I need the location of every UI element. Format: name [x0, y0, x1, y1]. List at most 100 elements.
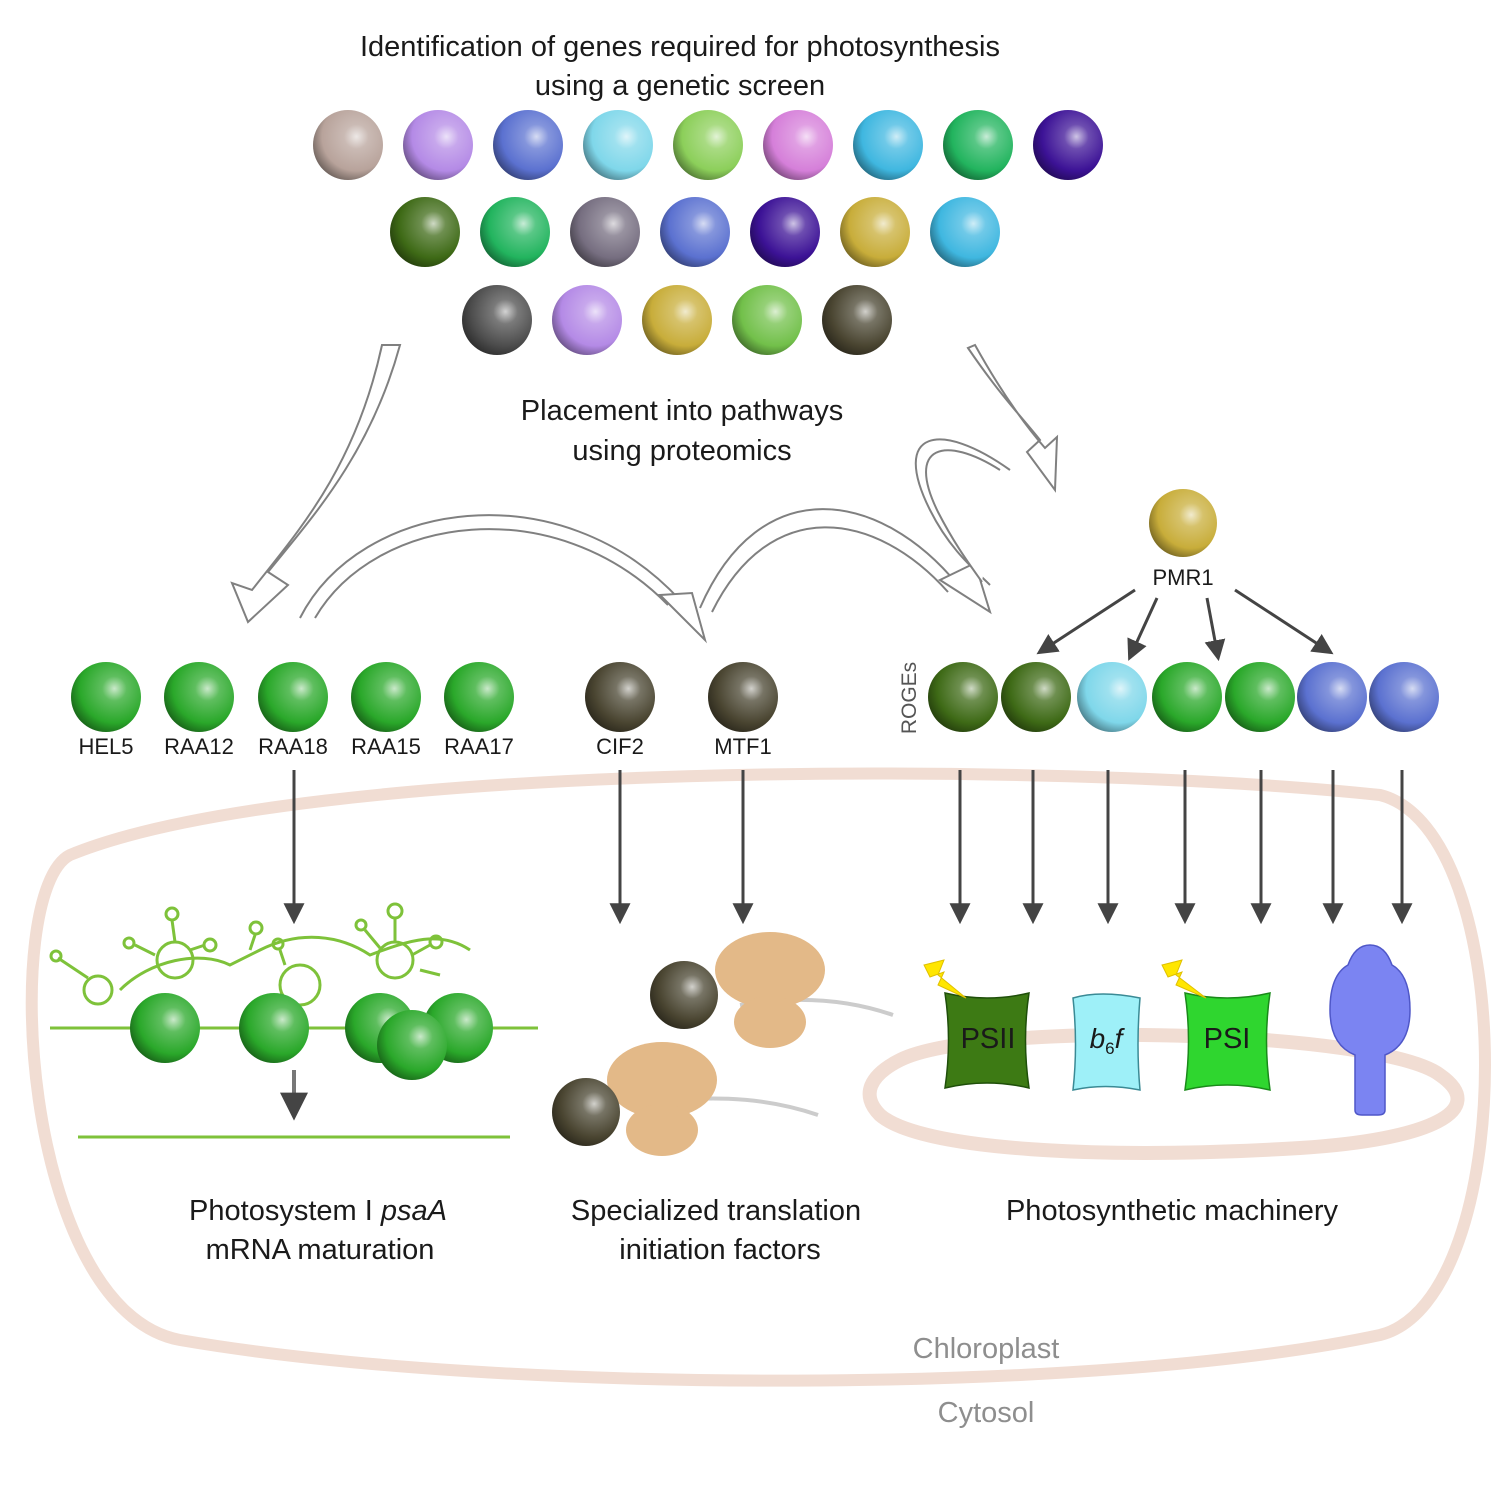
gene-label: RAA17: [444, 734, 514, 759]
roges-side-label: ROGEs: [898, 662, 921, 734]
caption-translation: Specialized translation initiation facto…: [571, 1195, 861, 1266]
caption-psaA-prefix: Photosystem I: [189, 1195, 381, 1227]
gene-label: CIF2: [596, 734, 644, 759]
caption-psaA-line-2: mRNA maturation: [206, 1234, 435, 1266]
screen-gene-sphere: [480, 197, 550, 267]
screen-gene-sphere: [750, 197, 820, 267]
pmr1-sphere: [1149, 489, 1217, 557]
screen-gene-sphere: [840, 197, 910, 267]
psaA-gene-sphere: [351, 662, 421, 732]
ribosome-large-2: [607, 1042, 717, 1118]
ribosome-small-2: [626, 1104, 698, 1156]
psaA-gene-group: HEL5 RAA12 RAA18 RAA15 RAA17: [71, 662, 514, 759]
psaA-gene-sphere: [444, 662, 514, 732]
screen-gene-sphere: [673, 110, 743, 180]
screen-gene-sphere: [493, 110, 563, 180]
chloroplast-envelope: [25, 767, 1491, 1387]
roge-sphere: [1152, 662, 1222, 732]
gene-label: MTF1: [714, 734, 771, 759]
gene-label: RAA15: [351, 734, 421, 759]
psii-complex: PSII: [923, 959, 1030, 1089]
photosynthetic-complexes: PSII b6f PSI: [923, 944, 1411, 1116]
psi-label: PSI: [1204, 1023, 1251, 1055]
psaA-gene-sphere: [164, 662, 234, 732]
light-bolt-icon: [1161, 959, 1207, 999]
pmr1-regulator: PMR1: [1149, 489, 1217, 590]
psaA-gene-sphere: [71, 662, 141, 732]
chloroplast-label: Chloroplast: [913, 1333, 1060, 1365]
psii-label: PSII: [961, 1023, 1016, 1055]
screen-gene-sphere: [642, 285, 712, 355]
pmr1-arrows: [1036, 588, 1334, 662]
roge-sphere: [1225, 662, 1295, 732]
roge-sphere: [1001, 662, 1071, 732]
thylakoid-membrane: [862, 1027, 1465, 1160]
psaA-complex-sphere: [377, 1010, 447, 1080]
translation-factor-sphere: [650, 961, 718, 1029]
b6f-main: b: [1090, 1023, 1106, 1054]
screen-gene-sphere: [390, 197, 460, 267]
target-arrows: [283, 770, 1413, 925]
psaA-complex-sphere: [239, 993, 309, 1063]
psi-complex: PSI: [1161, 959, 1271, 1091]
translation-gene-sphere: [585, 662, 655, 732]
placement-line-1: Placement into pathways: [521, 395, 843, 427]
caption-photosynthetic: Photosynthetic machinery: [1006, 1195, 1339, 1227]
title-line-1: Identification of genes required for pho…: [360, 31, 1000, 63]
pathway-arrow-right: [914, 343, 1059, 586]
screen-gene-sphere: [462, 285, 532, 355]
b6f-sub: 6: [1105, 1039, 1114, 1058]
screen-gene-sphere: [552, 285, 622, 355]
screen-gene-sphere: [403, 110, 473, 180]
caption-psaA-gene: psaA: [380, 1195, 447, 1227]
screen-gene-sphere: [313, 110, 383, 180]
screen-gene-sphere: [660, 197, 730, 267]
genetic-screen-genes: [313, 110, 1103, 355]
placement-line-2: using proteomics: [572, 435, 791, 467]
roges-gene-group: [928, 662, 1439, 732]
b6f-suffix: f: [1115, 1023, 1126, 1054]
screen-gene-sphere: [853, 110, 923, 180]
screen-gene-sphere: [732, 285, 802, 355]
gene-label: RAA12: [164, 734, 234, 759]
psaA-complex-sphere: [130, 993, 200, 1063]
roge-sphere: [1077, 662, 1147, 732]
screen-gene-sphere: [930, 197, 1000, 267]
ribosome-small-1: [734, 996, 806, 1048]
ribosome-large-1: [715, 932, 825, 1008]
caption-psaA-line-1: Photosystem I psaA: [189, 1195, 447, 1227]
screen-gene-sphere: [763, 110, 833, 180]
translation-illustration: [552, 932, 894, 1156]
caption-translation-line-1: Specialized translation: [571, 1195, 861, 1227]
translation-gene-sphere: [708, 662, 778, 732]
b6f-complex: b6f: [1072, 993, 1141, 1091]
translation-factor-sphere: [552, 1078, 620, 1146]
caption-psaA: Photosystem I psaA mRNA maturation: [189, 1195, 447, 1266]
atp-synthase: [1329, 944, 1411, 1116]
screen-gene-sphere: [570, 197, 640, 267]
pathway-arrow-middle: [299, 508, 992, 644]
title-line-2: using a genetic screen: [535, 70, 825, 102]
roge-sphere: [928, 662, 998, 732]
pmr1-label: PMR1: [1152, 565, 1213, 590]
roge-sphere: [1297, 662, 1367, 732]
roge-sphere: [1369, 662, 1439, 732]
screen-gene-sphere: [822, 285, 892, 355]
psaA-complex-proteins: [130, 993, 493, 1080]
pathway-arrow-left: [230, 344, 402, 624]
translation-factors: [552, 961, 718, 1146]
psaA-mrna-illustration: [49, 902, 538, 1139]
psaA-gene-sphere: [258, 662, 328, 732]
screen-gene-sphere: [943, 110, 1013, 180]
translation-gene-group: CIF2 MTF1: [585, 662, 778, 759]
gene-label: HEL5: [78, 734, 133, 759]
screen-gene-sphere: [583, 110, 653, 180]
gene-label: RAA18: [258, 734, 328, 759]
cytosol-label: Cytosol: [938, 1397, 1035, 1429]
b6f-label: b6f: [1090, 1023, 1126, 1058]
caption-translation-line-2: initiation factors: [619, 1234, 821, 1266]
light-bolt-icon: [923, 959, 967, 999]
screen-gene-sphere: [1033, 110, 1103, 180]
